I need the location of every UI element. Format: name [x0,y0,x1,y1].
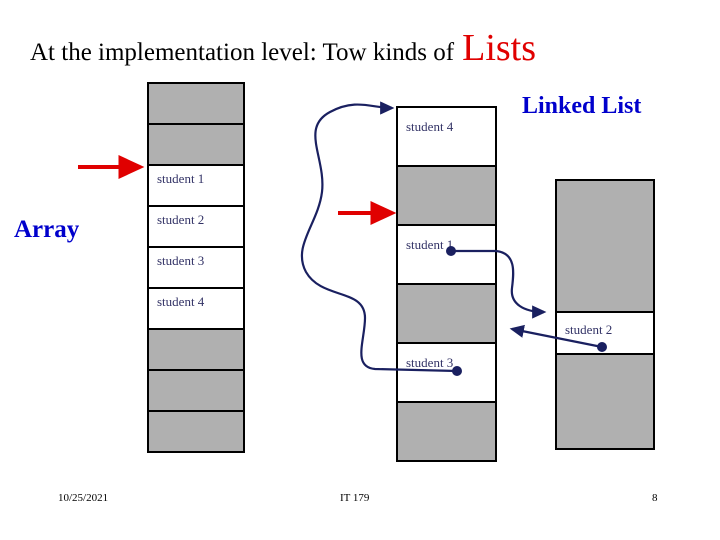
memory-cell-label: student 4 [406,119,454,134]
memory-cell-label [406,403,495,415]
array-section-label: Array [14,216,80,243]
memory-cell-label [157,412,243,418]
memory-cell-label: student 2 [157,212,205,227]
linked-list-column-b: student 2 [555,179,655,450]
memory-cell-label [406,285,495,297]
memory-cell-label [565,355,653,365]
memory-cell-empty [147,123,245,166]
footer-date: 10/25/2021 [58,492,109,504]
memory-cell-student-4: student 4 [147,287,245,330]
memory-cell-label [157,330,243,336]
footer-course: IT 179 [340,492,370,504]
memory-cell-label: student 3 [157,253,205,268]
memory-cell-label [565,181,653,191]
page-title: At the implementation level: Tow kinds o… [30,26,700,70]
memory-cell-empty [396,165,497,226]
memory-cell-empty [396,283,497,344]
memory-cell-label: student 1 [406,237,454,252]
memory-cell-student-2: student 2 [147,205,245,248]
memory-cell-empty [147,328,245,371]
memory-cell-empty [147,369,245,412]
slide-footer: 10/25/2021 IT 179 8 [0,492,720,516]
memory-cell-label: student 3 [406,355,454,370]
memory-cell-empty [147,82,245,125]
footer-page-number: 8 [652,492,658,504]
memory-cell-empty [555,353,655,450]
memory-cell-label [406,167,495,179]
memory-cell-empty [147,410,245,453]
memory-cell-label [157,371,243,377]
page-title-main: At the implementation level: Tow kinds o… [30,39,455,66]
memory-cell-student-1: student 1 [396,224,497,285]
memory-cell-label: student 1 [157,171,205,186]
memory-cell-student-3: student 3 [147,246,245,289]
memory-cell-label [157,84,243,90]
memory-cell-student-4: student 4 [396,106,497,167]
linked-list-column-a: student 4 student 1 student 3 [396,106,497,473]
memory-cell-student-3: student 3 [396,342,497,403]
memory-cell-label: student 4 [157,294,205,309]
memory-cell-empty [555,179,655,313]
memory-cell-label [157,125,243,131]
memory-cell-empty [396,401,497,462]
linked-list-section-label: Linked List [522,93,642,119]
array-column: student 1 student 2 student 3 student 4 [147,82,245,467]
memory-cell-student-2: student 2 [555,311,655,355]
memory-cell-student-1: student 1 [147,164,245,207]
memory-cell-label: student 2 [565,322,613,337]
page-title-accent: Lists [462,27,537,69]
